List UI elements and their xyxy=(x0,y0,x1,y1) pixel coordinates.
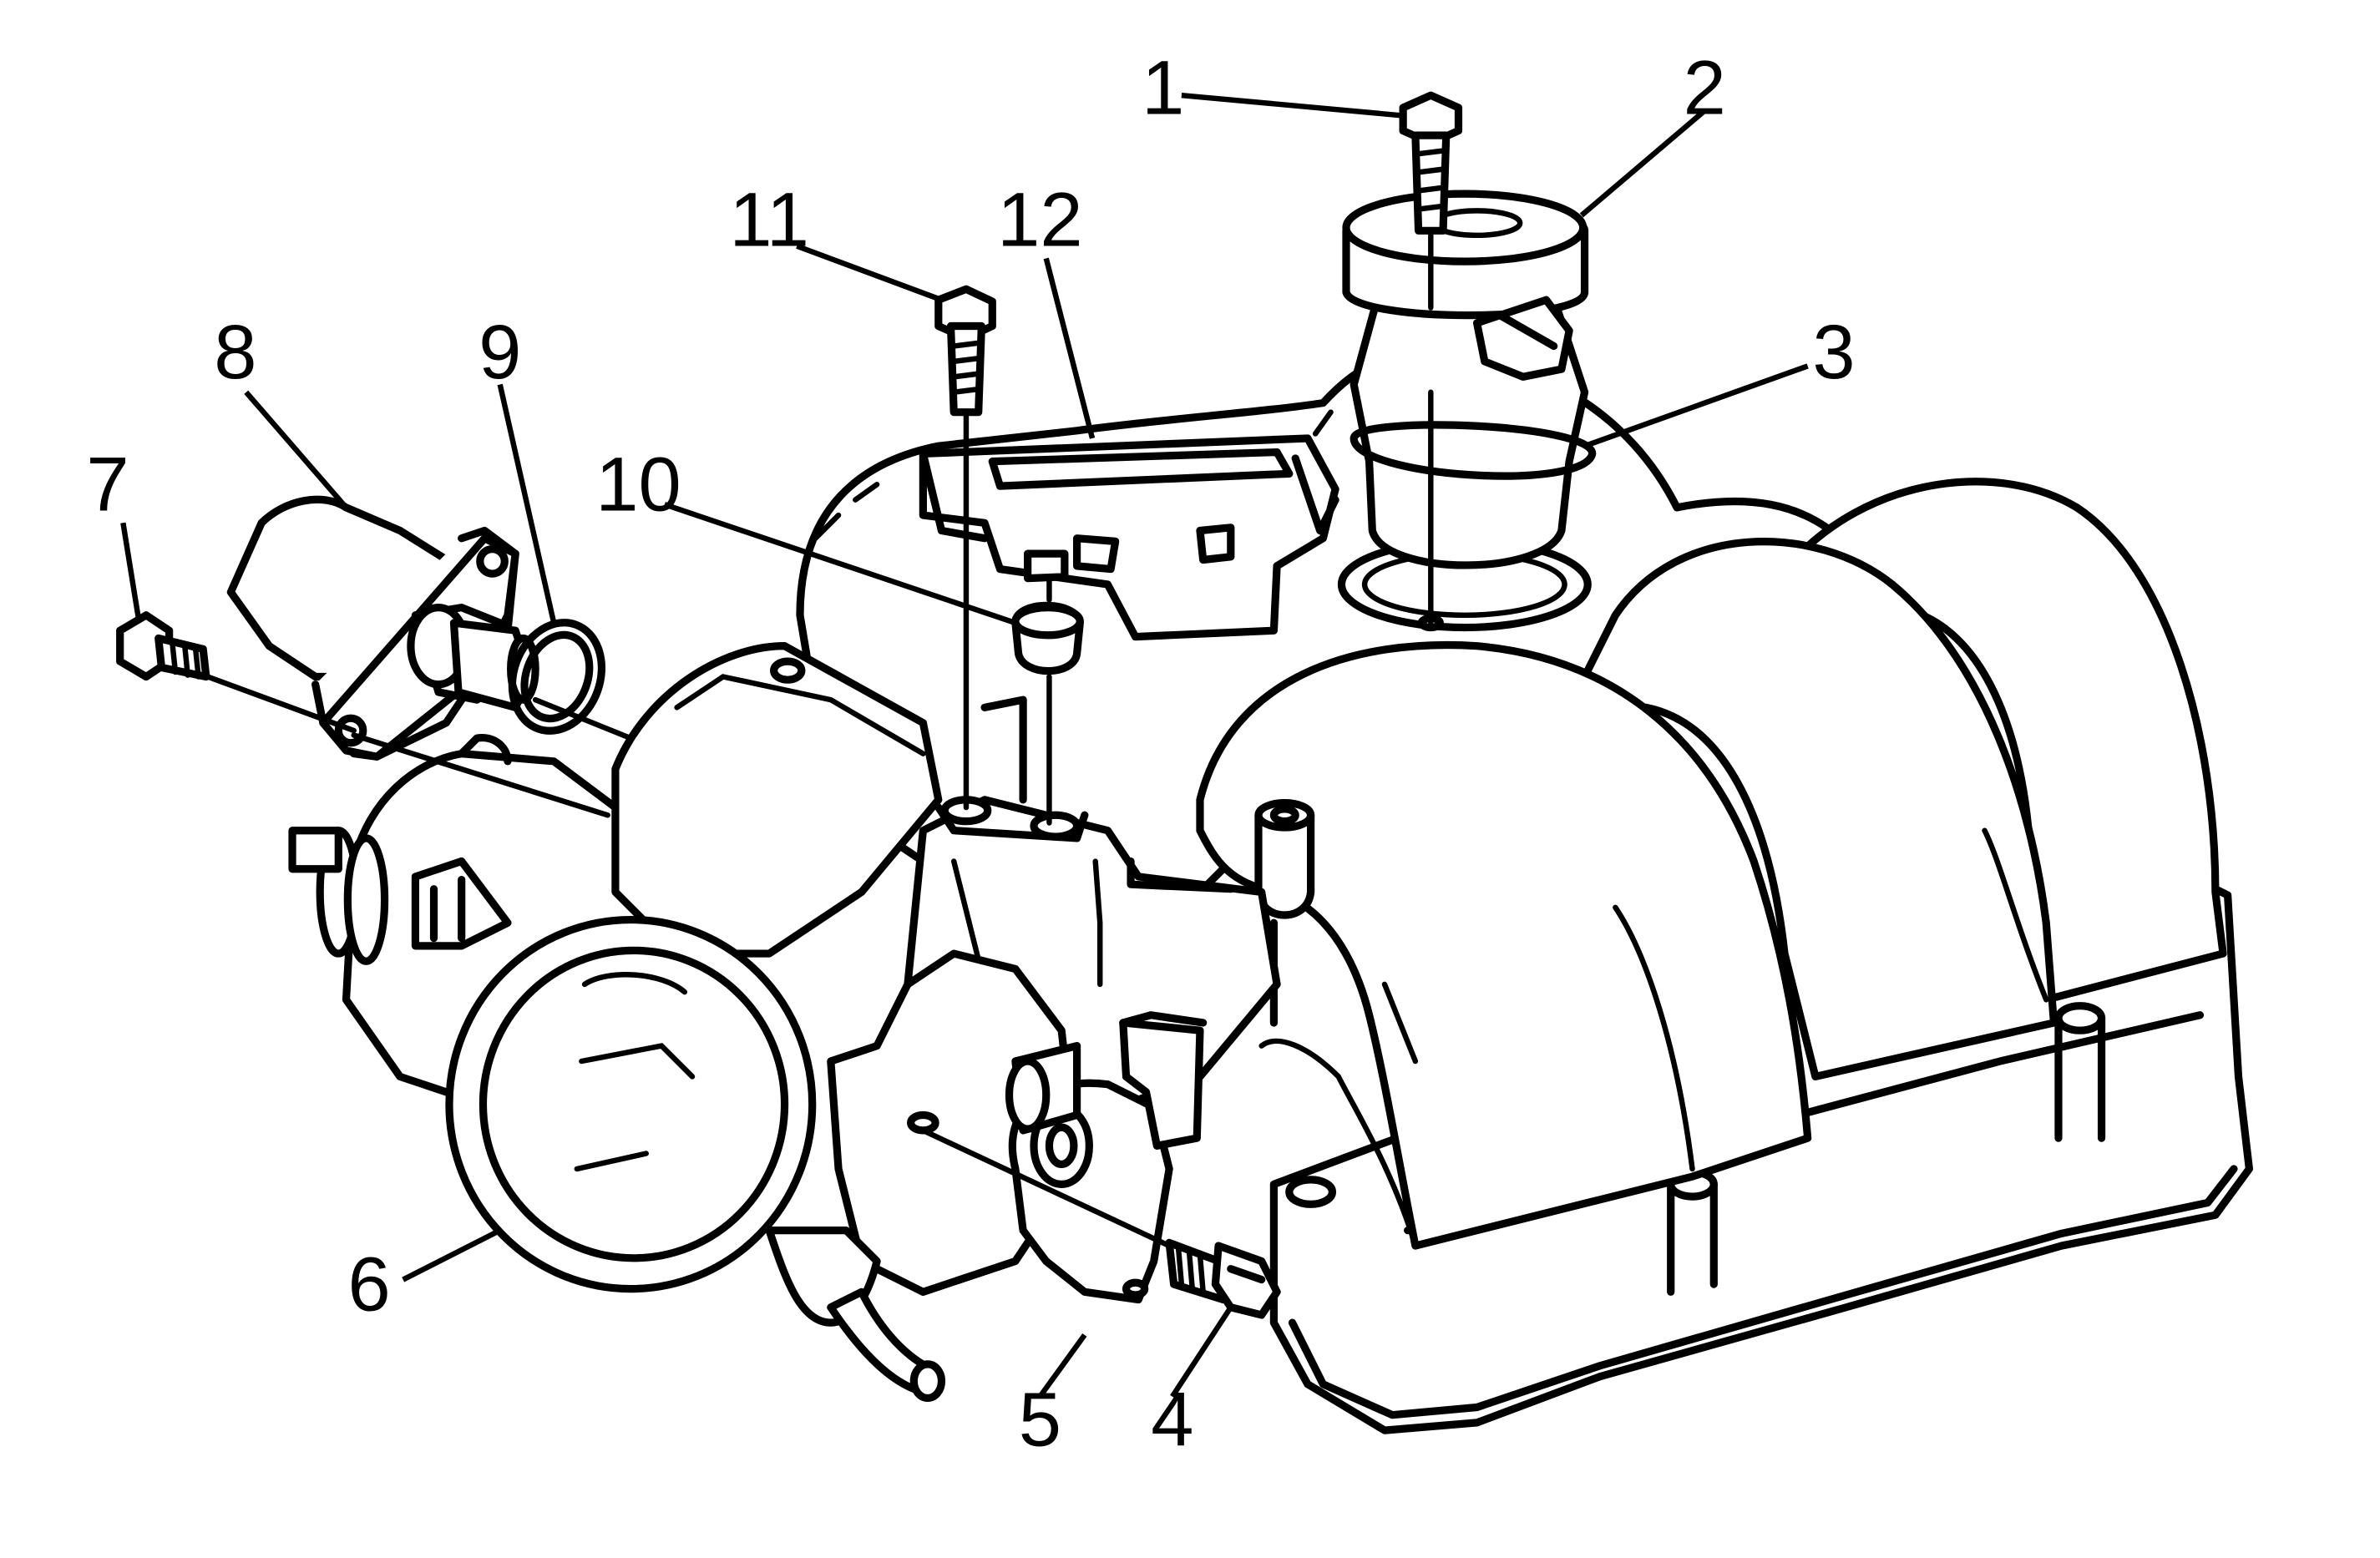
map-sensor xyxy=(919,434,1339,641)
callout-4: 4 xyxy=(1151,1377,1193,1463)
idle-air-control-valve xyxy=(226,495,539,761)
bolt-1 xyxy=(1399,91,1463,235)
throttle-position-sensor xyxy=(1005,1011,1208,1304)
callout-9: 9 xyxy=(479,309,521,395)
callout-5: 5 xyxy=(1019,1377,1061,1463)
callout-6: 6 xyxy=(348,1241,391,1327)
callout-7: 7 xyxy=(86,442,129,528)
alignment-lines xyxy=(205,228,1434,1249)
callout-leaders xyxy=(120,92,1809,1399)
callout-8: 8 xyxy=(214,309,256,395)
bolt-11 xyxy=(934,285,996,417)
sensor-housing-2 xyxy=(1342,190,1589,569)
callout-11: 11 xyxy=(729,177,809,263)
bolt-7 xyxy=(116,611,210,681)
callout-1: 1 xyxy=(1142,44,1184,130)
callout-3: 3 xyxy=(1812,309,1855,395)
intake-runner-1 xyxy=(1196,640,1812,1250)
callout-12: 12 xyxy=(997,177,1082,263)
o-ring-3 xyxy=(1350,421,1597,480)
bolt-4 xyxy=(1165,1238,1281,1319)
throttle-body-bore-inner xyxy=(479,946,789,1262)
map-sensor-seal xyxy=(1011,601,1084,675)
callout-2: 2 xyxy=(1684,44,1726,130)
throttle-body xyxy=(288,642,1081,1403)
callout-10: 10 xyxy=(595,442,681,528)
iac-o-ring xyxy=(508,619,606,735)
callout-labels: 1 2 3 4 5 6 7 8 9 10 11 12 xyxy=(86,44,1855,1462)
